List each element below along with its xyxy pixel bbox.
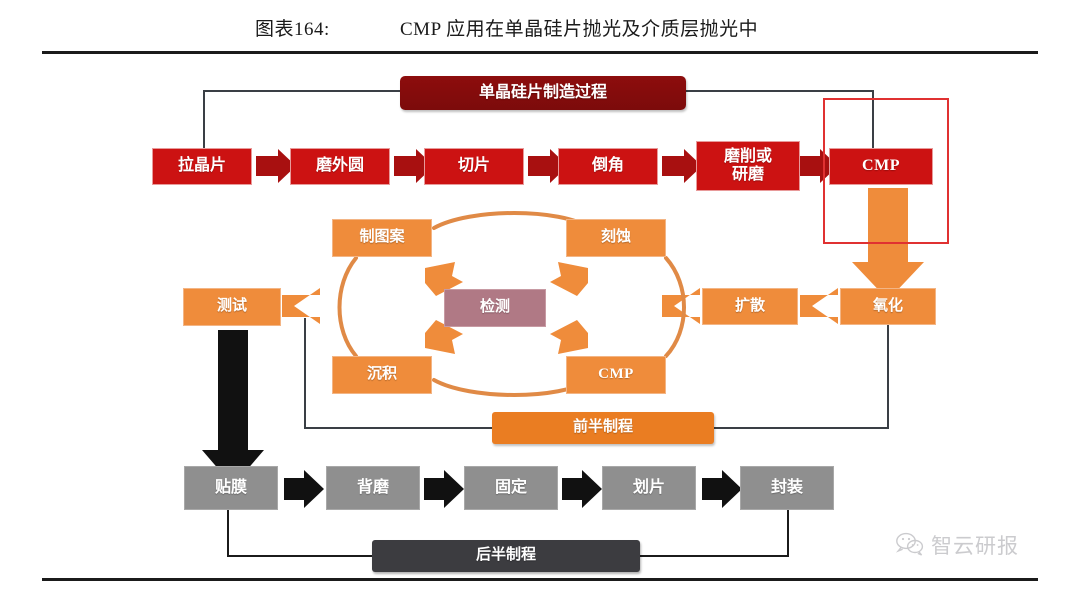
node-oxidation[interactable]: 氧化 — [840, 288, 936, 325]
node-inspection[interactable]: 检测 — [444, 289, 546, 327]
node-frontend-cmp[interactable]: CMP — [566, 356, 666, 394]
node-taping[interactable]: 贴膜 — [184, 466, 278, 510]
node-deposition[interactable]: 沉积 — [332, 356, 432, 394]
page-title: 图表164: CMP 应用在单晶硅片抛光及介质层抛光中 — [255, 14, 758, 41]
node-diffusion[interactable]: 扩散 — [702, 288, 798, 325]
node-lapping-grinding[interactable]: 磨削或 研磨 — [696, 141, 800, 191]
node-crystal-pull[interactable]: 拉晶片 — [152, 148, 252, 185]
node-edge-grinding[interactable]: 磨外圆 — [290, 148, 390, 185]
figure-title-bar: 图表164: CMP 应用在单晶硅片抛光及介质层抛光中 — [0, 0, 1080, 56]
cmp-highlight-rectangle — [823, 98, 949, 244]
node-patterning[interactable]: 制图案 — [332, 219, 432, 257]
banner-back-end-process: 后半制程 — [372, 540, 640, 572]
node-lapping-grinding-line2: 研磨 — [731, 166, 764, 183]
figure-caption: CMP 应用在单晶硅片抛光及介质层抛光中 — [400, 19, 759, 40]
banner-wafer-manufacture: 单晶硅片制造过程 — [400, 76, 686, 110]
watermark-text: 智云研报 — [931, 534, 1019, 558]
node-lapping-grinding-line1: 磨削或 — [723, 147, 772, 165]
node-etching[interactable]: 刻蚀 — [566, 219, 666, 257]
node-test[interactable]: 测试 — [183, 288, 281, 326]
node-slicing[interactable]: 切片 — [424, 148, 524, 185]
figure-number: 图表164: — [255, 19, 330, 40]
wechat-icon — [895, 532, 924, 556]
node-wafer-cmp[interactable]: CMP — [829, 148, 933, 185]
node-mounting[interactable]: 固定 — [464, 466, 558, 510]
node-packaging[interactable]: 封装 — [740, 466, 834, 510]
node-dicing[interactable]: 划片 — [602, 466, 696, 510]
node-chamfering[interactable]: 倒角 — [558, 148, 658, 185]
node-backgrinding[interactable]: 背磨 — [326, 466, 420, 510]
figure-divider-bottom — [42, 578, 1038, 581]
watermark: 智云研报 — [895, 530, 1019, 560]
title-divider-top — [42, 51, 1038, 54]
banner-front-end-process: 前半制程 — [492, 412, 714, 444]
